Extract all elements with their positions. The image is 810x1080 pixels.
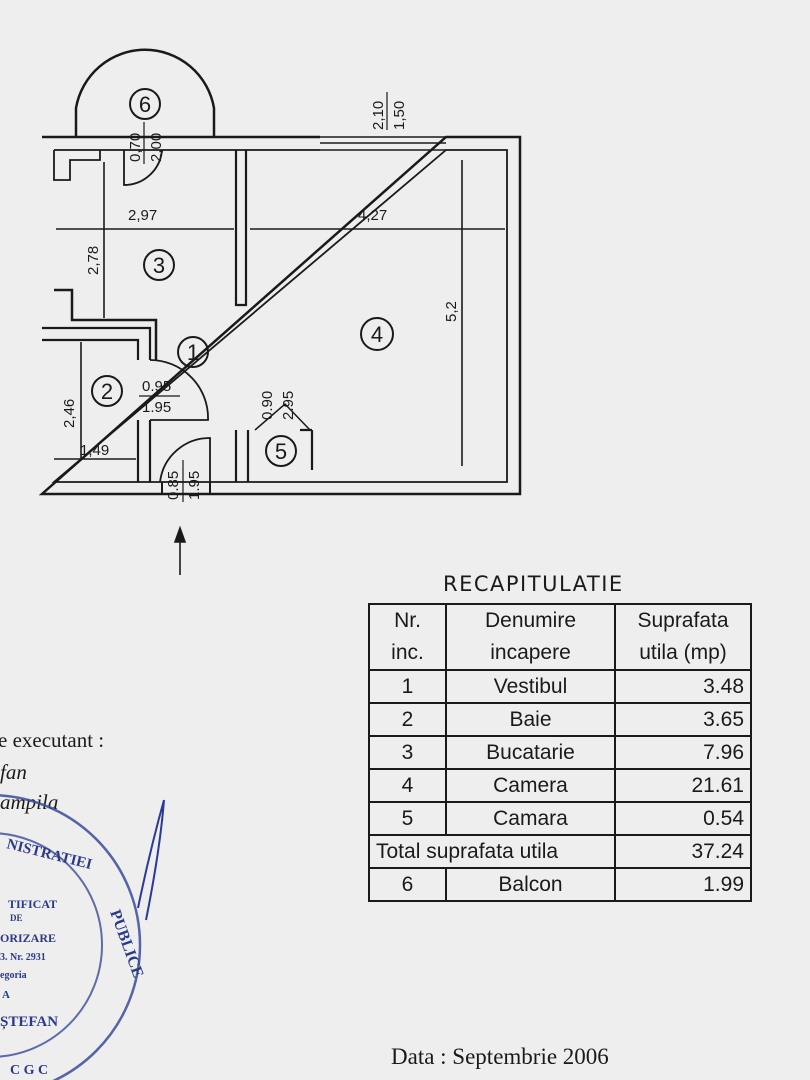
room-3-label: 3: [153, 253, 165, 278]
cell-area: 7.96: [614, 735, 752, 770]
table-row: 1 Vestibul 3.48: [368, 669, 752, 704]
floor-plan: 6 3 4 1 2 5 2,97 4,27 2,78 5,2 2,46 1,49…: [38, 48, 522, 575]
total-label: Total suprafata utila: [368, 834, 616, 869]
dim-entry-door-bottom: 1.95: [186, 471, 203, 500]
official-stamp: NISTRATIEI PUBLICE TIFICAT DE ORIZARE 3.…: [0, 794, 165, 1080]
dim-camara-door-bottom: 2.95: [280, 391, 297, 420]
table-row: 2 Baie 3.65: [368, 702, 752, 737]
dim-entry-door-top: 0.85: [165, 471, 182, 500]
cell-name: Camara: [445, 801, 616, 836]
svg-text:ORIZARE: ORIZARE: [0, 931, 56, 945]
room-3-marker: [143, 249, 175, 281]
dim-bucatarie-width: 2,97: [128, 207, 157, 224]
header-nr: Nr.inc.: [368, 603, 447, 671]
cell-nr: 1: [368, 669, 447, 704]
dim-bucatarie-depth: 2,78: [85, 246, 102, 275]
dim-camera-depth: 5,2: [443, 301, 460, 322]
recap-title: RECAPITULATIE: [443, 572, 624, 596]
svg-text:A: A: [2, 989, 10, 1001]
table-row: 5 Camara 0.54: [368, 801, 752, 836]
document-date: Data : Septembrie 2006: [391, 1044, 609, 1069]
cell-name: Balcon: [445, 867, 616, 902]
cell-area: 21.61: [614, 768, 752, 803]
room-1-marker: [177, 336, 209, 368]
svg-text:TIFICAT: TIFICAT: [8, 897, 57, 911]
svg-text:NISTRATIEI: NISTRATIEI: [5, 836, 94, 873]
table-row: 6 Balcon 1.99: [368, 867, 752, 902]
table-row: 3 Bucatarie 7.96: [368, 735, 752, 770]
dim-baie-door-bottom: 1.95: [142, 399, 171, 416]
room-1-label: 1: [187, 340, 199, 365]
room-4-label: 4: [371, 322, 383, 347]
dim-balcon-door-bottom: 2,00: [148, 133, 165, 162]
dim-baie-door-top: 0.95: [142, 378, 171, 395]
cell-area: 1.99: [614, 867, 752, 902]
room-5-label: 5: [275, 439, 287, 464]
room-2-marker: [91, 375, 123, 407]
dim-camera-width: 4,27: [358, 207, 387, 224]
svg-text:3. Nr. 2931: 3. Nr. 2931: [0, 952, 46, 963]
svg-text:egoria: egoria: [0, 970, 27, 981]
cell-area: 3.48: [614, 669, 752, 704]
dim-baie-width: 1,49: [80, 442, 109, 459]
executant-stamp-label: ampila: [0, 790, 59, 814]
room-5-marker: [265, 435, 297, 467]
cell-area: 3.65: [614, 702, 752, 737]
svg-text:DE: DE: [10, 913, 23, 923]
cell-nr: 4: [368, 768, 447, 803]
total-value: 37.24: [614, 834, 752, 869]
cell-name: Bucatarie: [445, 735, 616, 770]
cell-nr: 3: [368, 735, 447, 770]
table-row: 4 Camera 21.61: [368, 768, 752, 803]
dim-camara-door-top: 0.90: [259, 391, 276, 420]
dim-window-bottom: 1,50: [391, 101, 408, 130]
dim-baie-depth: 2,46: [61, 399, 78, 428]
dim-balcon-door-top: 0,70: [127, 133, 144, 162]
room-4-marker: [360, 317, 394, 351]
cell-name: Camera: [445, 768, 616, 803]
cell-nr: 5: [368, 801, 447, 836]
executant-label: e executant :: [0, 728, 105, 752]
executant-name: fan: [0, 760, 27, 784]
cell-name: Baie: [445, 702, 616, 737]
svg-text:C G C: C G C: [10, 1063, 48, 1078]
svg-text:ȘTEFAN: ȘTEFAN: [0, 1014, 58, 1030]
total-row: Total suprafata utila 37.24: [368, 834, 752, 869]
cell-nr: 2: [368, 702, 447, 737]
cell-name: Vestibul: [445, 669, 616, 704]
room-6-marker: [129, 88, 161, 120]
room-2-label: 2: [101, 379, 113, 404]
cell-area: 0.54: [614, 801, 752, 836]
cell-nr: 6: [368, 867, 447, 902]
room-6-label: 6: [139, 92, 151, 117]
dim-window-top: 2,10: [370, 101, 387, 130]
